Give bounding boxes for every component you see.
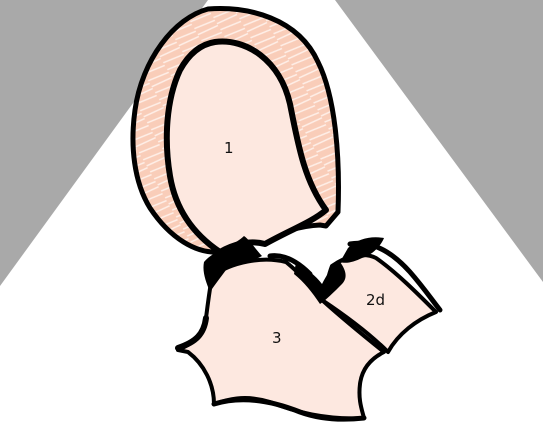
label-chamber-3: 3	[272, 329, 282, 347]
label-chamber-2d: 2d	[366, 291, 385, 309]
label-chamber-1: 1	[224, 139, 234, 157]
